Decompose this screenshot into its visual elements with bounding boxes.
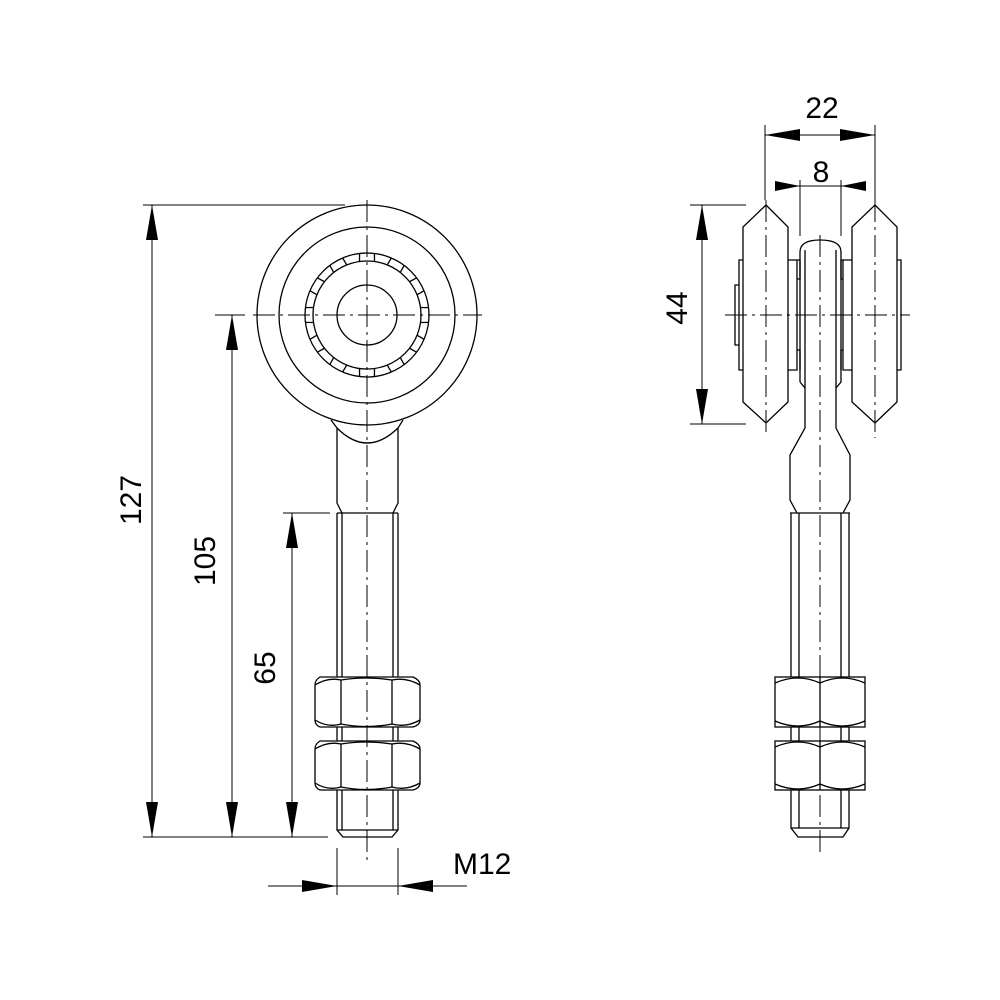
bearing-separator (317, 277, 325, 283)
dimension-65: 65 (249, 512, 330, 837)
bearing-separator (309, 334, 318, 340)
dimension-44-label: 44 (661, 291, 694, 324)
hex-nut-lower (314, 740, 421, 791)
centerlines (253, 200, 482, 862)
bearing-separator (309, 290, 318, 296)
bearing-separator (416, 290, 425, 296)
bearing-separator (416, 334, 425, 340)
wheel-right (840, 204, 902, 424)
bearing-separator (317, 347, 325, 353)
dimension-105: 105 (189, 314, 245, 837)
bearing-separator (342, 257, 348, 266)
dimension-44: 44 (661, 204, 746, 425)
dimension-105-label: 105 (189, 536, 222, 586)
bearing-balls (305, 253, 429, 377)
bearing-separator (329, 357, 335, 365)
eye-neck (330, 419, 404, 514)
bearing-separator (386, 257, 392, 266)
bearing-separator (409, 347, 417, 353)
bearing-separator (409, 277, 417, 283)
dimension-8: 8 (775, 156, 866, 236)
centerlines-side (725, 200, 910, 852)
dimension-127-label: 127 (115, 475, 148, 525)
front-view: 127 105 65 M12 (115, 200, 511, 895)
dimension-22-label: 22 (805, 92, 838, 125)
dimension-m12: M12 (268, 848, 511, 895)
dimension-127: 127 (115, 204, 345, 838)
bearing-separator (399, 265, 405, 273)
bearing-separator (386, 364, 392, 373)
dimension-22: 22 (764, 92, 876, 200)
bearing-separator (329, 265, 335, 273)
wheel-left (734, 204, 801, 424)
dimension-m12-label: M12 (453, 848, 511, 881)
bearing-separator (342, 364, 348, 373)
dimension-65-label: 65 (249, 651, 282, 684)
dimension-8-label: 8 (813, 156, 830, 189)
hex-nut-upper (314, 676, 421, 728)
side-view: 22 8 44 (661, 92, 910, 852)
bearing-separator (399, 357, 405, 365)
